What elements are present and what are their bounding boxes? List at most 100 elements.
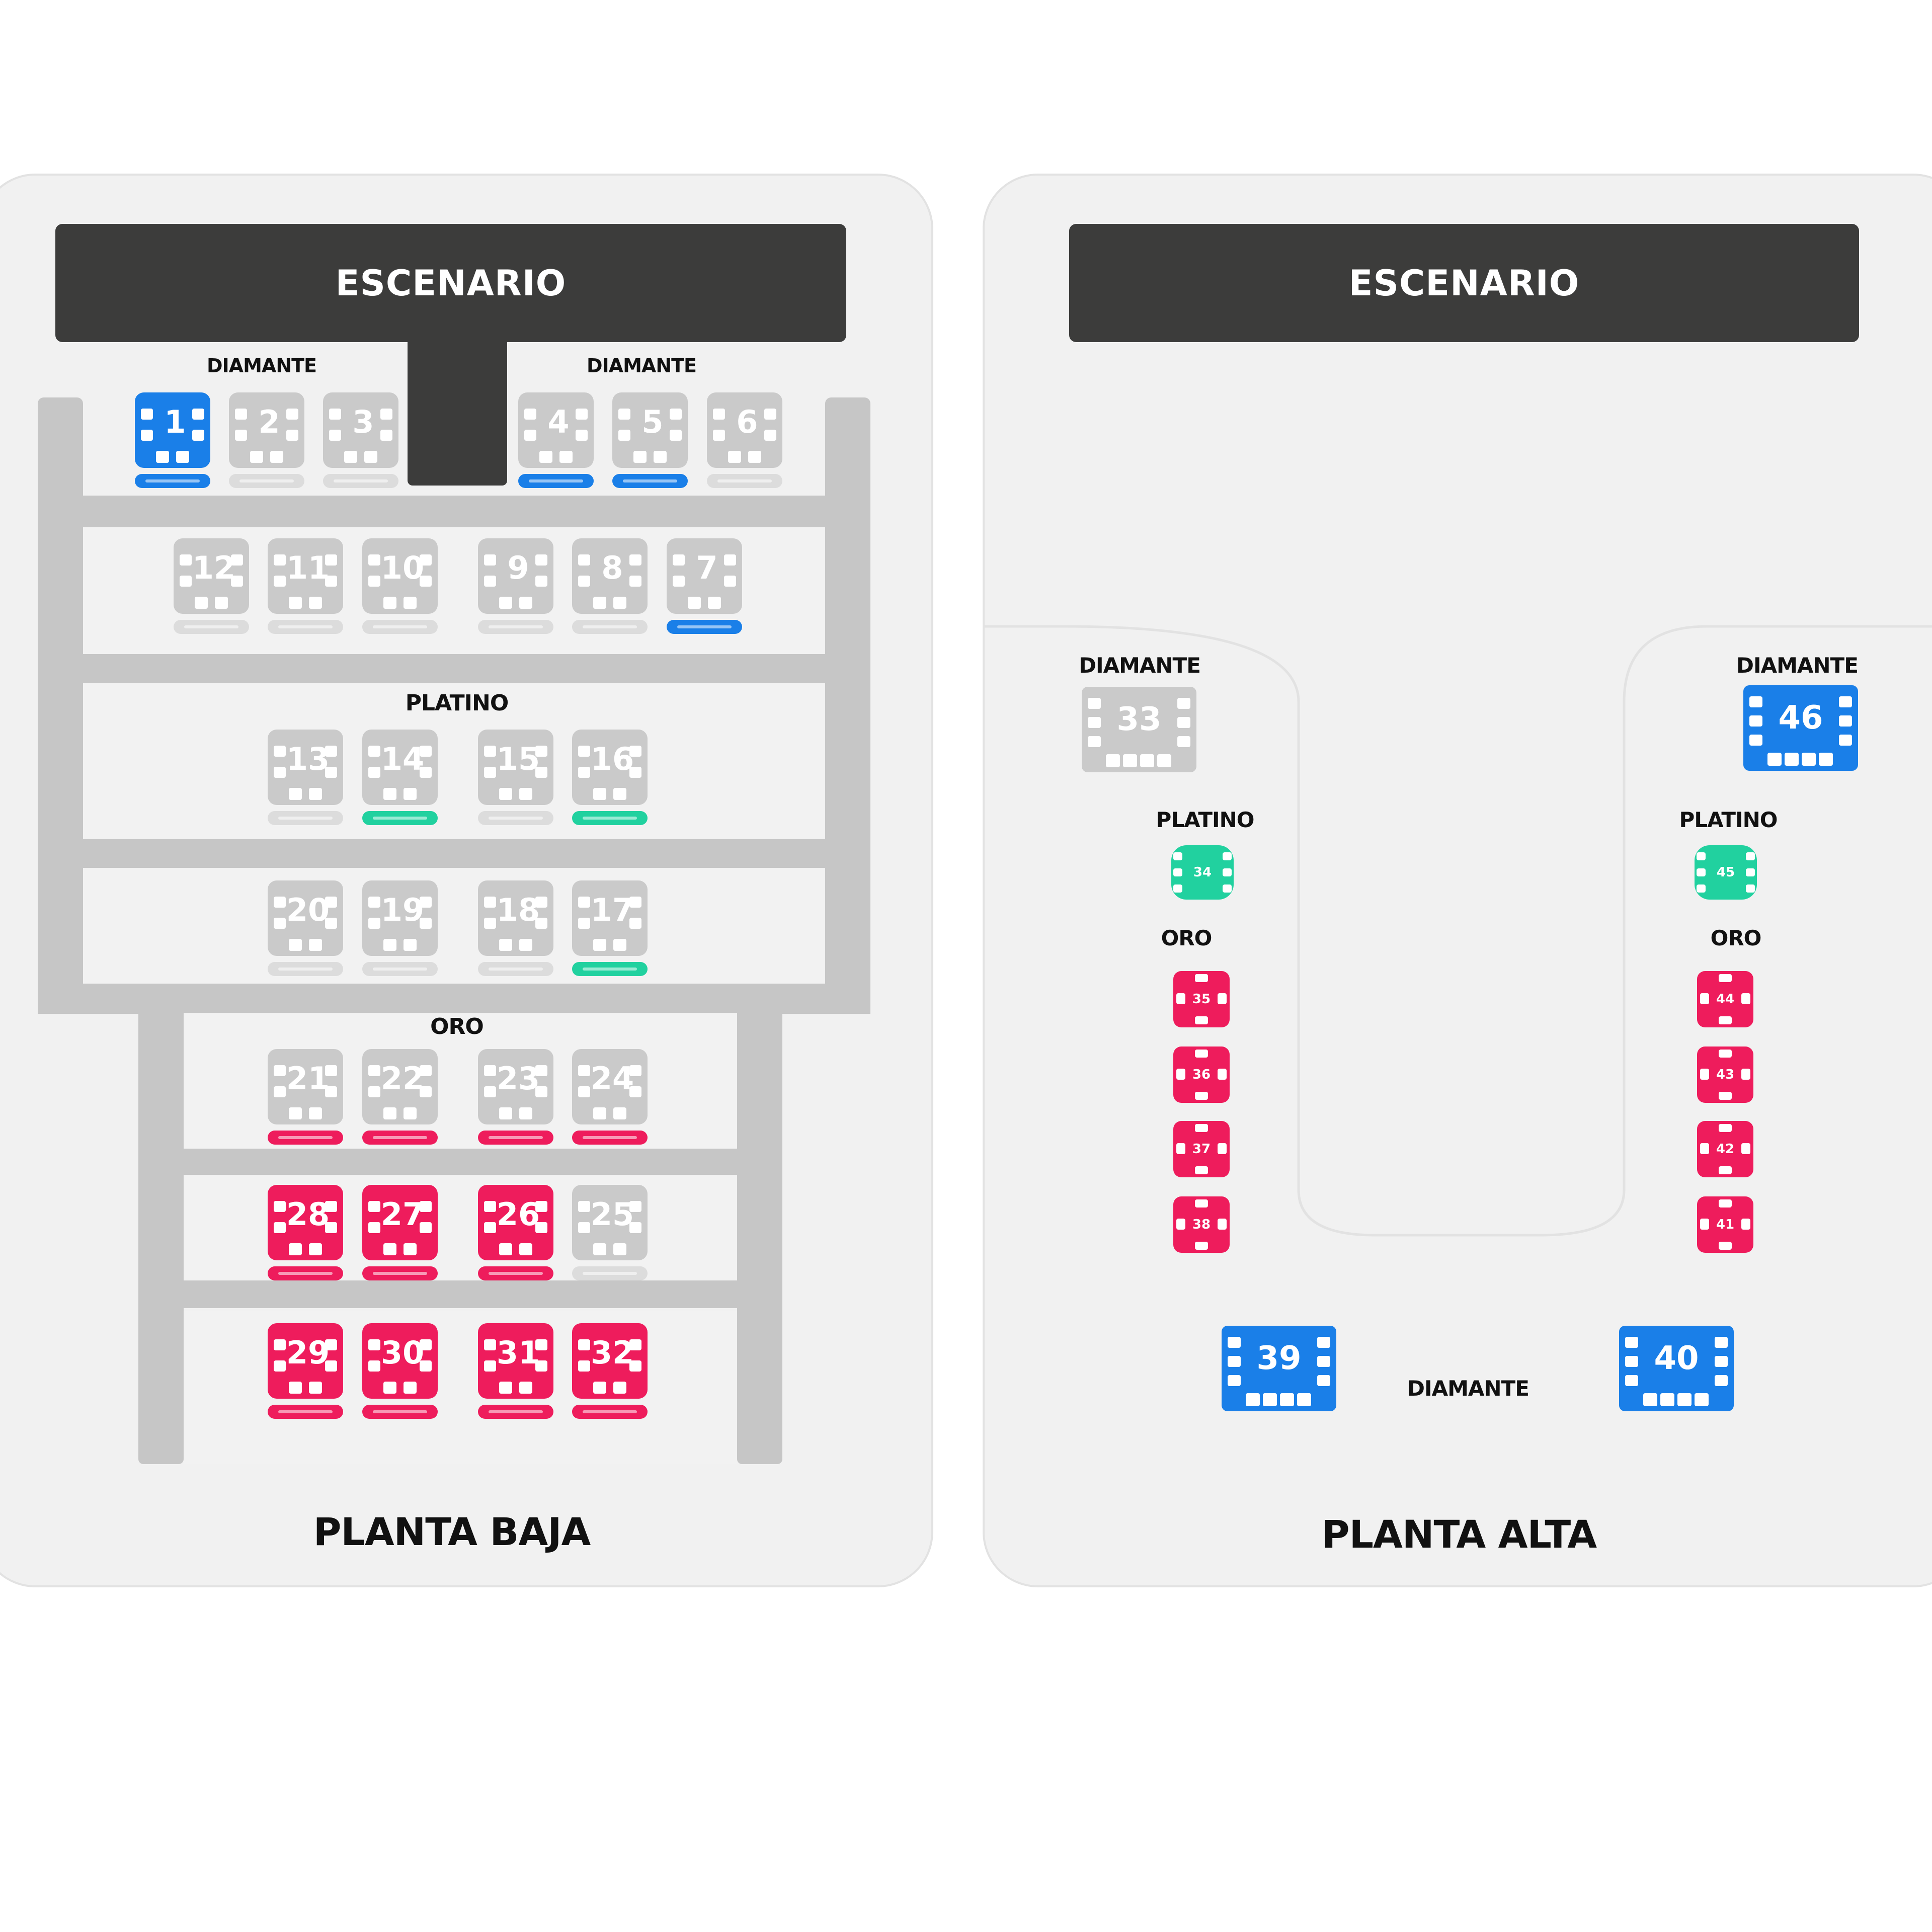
chair [1195,1016,1208,1024]
chair [176,451,189,463]
table-status-pill [612,474,688,488]
table-11[interactable]: 11 [268,538,343,614]
table-1[interactable]: 1 [135,392,210,468]
chair [192,430,204,441]
table-27[interactable]: 27 [362,1185,438,1260]
row-oro-2 [184,1175,737,1280]
chair [1317,1356,1330,1367]
table-3[interactable]: 3 [323,392,398,468]
chair [535,746,547,757]
table-34[interactable]: 34 [1171,845,1234,900]
chair [1176,993,1185,1004]
table-44[interactable]: 44 [1697,971,1753,1027]
table-status-pill [362,962,438,976]
chair [368,1086,380,1097]
chair [1246,1393,1260,1406]
chair [535,1086,547,1097]
table-18[interactable]: 18 [478,880,553,956]
table-42[interactable]: 42 [1697,1121,1753,1177]
chair [383,788,396,800]
table-30[interactable]: 30 [362,1323,438,1399]
planta-baja-runway [408,337,507,486]
table-19[interactable]: 19 [362,880,438,956]
table-32[interactable]: 32 [572,1323,648,1399]
table-2[interactable]: 2 [229,392,304,468]
table-number: 46 [1778,699,1823,737]
table-12[interactable]: 12 [174,538,249,614]
table-status-pill [478,1131,553,1145]
table-22[interactable]: 22 [362,1049,438,1124]
table-number: 37 [1192,1142,1211,1157]
table-number: 19 [380,891,425,928]
table-41[interactable]: 41 [1697,1196,1753,1253]
chair [1746,884,1755,893]
chair [368,1201,380,1212]
table-45[interactable]: 45 [1695,845,1757,900]
chair [309,939,322,951]
chair [578,767,590,778]
chair [578,746,590,757]
chair [519,788,532,800]
table-16[interactable]: 16 [572,730,648,805]
chair [380,409,392,420]
table-status-pill [707,474,782,488]
chair [1625,1375,1638,1386]
table-33[interactable]: 33 [1082,687,1196,772]
table-25[interactable]: 25 [572,1185,648,1260]
chair [325,1360,337,1372]
table-number: 7 [696,549,718,586]
table-13[interactable]: 13 [268,730,343,805]
table-46[interactable]: 46 [1743,685,1858,771]
chair [1228,1356,1241,1367]
table-10[interactable]: 10 [362,538,438,614]
table-23[interactable]: 23 [478,1049,553,1124]
row-oro-3 [184,1311,737,1464]
table-8[interactable]: 8 [572,538,648,614]
chair [1719,1124,1732,1132]
table-number: 29 [286,1334,330,1371]
chair [1123,754,1137,767]
table-6[interactable]: 6 [707,392,782,468]
table-26[interactable]: 26 [478,1185,553,1260]
chair [1677,1393,1692,1406]
chair [235,430,247,441]
table-39[interactable]: 39 [1222,1326,1336,1411]
table-38[interactable]: 38 [1173,1196,1230,1253]
chair [578,1065,590,1076]
table-7[interactable]: 7 [667,538,742,614]
chair [420,1065,432,1076]
table-15[interactable]: 15 [478,730,553,805]
table-21[interactable]: 21 [268,1049,343,1124]
chair [1176,1069,1185,1080]
table-24[interactable]: 24 [572,1049,648,1124]
table-36[interactable]: 36 [1173,1046,1230,1103]
chair [629,1201,641,1212]
chair [1173,852,1182,860]
chair [286,409,298,420]
table-14[interactable]: 14 [362,730,438,805]
table-43[interactable]: 43 [1697,1046,1753,1103]
table-29[interactable]: 29 [268,1323,343,1399]
table-9[interactable]: 9 [478,538,553,614]
table-35[interactable]: 35 [1173,971,1230,1027]
chair [499,939,512,951]
chair [1106,754,1120,767]
chair [364,451,377,463]
chair [1195,1124,1208,1132]
table-4[interactable]: 4 [518,392,594,468]
table-28[interactable]: 28 [268,1185,343,1260]
table-31[interactable]: 31 [478,1323,553,1399]
table-status-pill [135,474,210,488]
table-status-pill [478,1405,553,1419]
chair [1297,1393,1311,1406]
table-37[interactable]: 37 [1173,1121,1230,1177]
chair [629,1222,641,1233]
planta-baja-stage: ESCENARIO [55,224,846,342]
table-20[interactable]: 20 [268,880,343,956]
table-number: 39 [1256,1340,1302,1377]
table-5[interactable]: 5 [612,392,688,468]
table-17[interactable]: 17 [572,880,648,956]
chair [1719,1166,1732,1174]
chair [1317,1337,1330,1348]
table-40[interactable]: 40 [1619,1326,1734,1411]
